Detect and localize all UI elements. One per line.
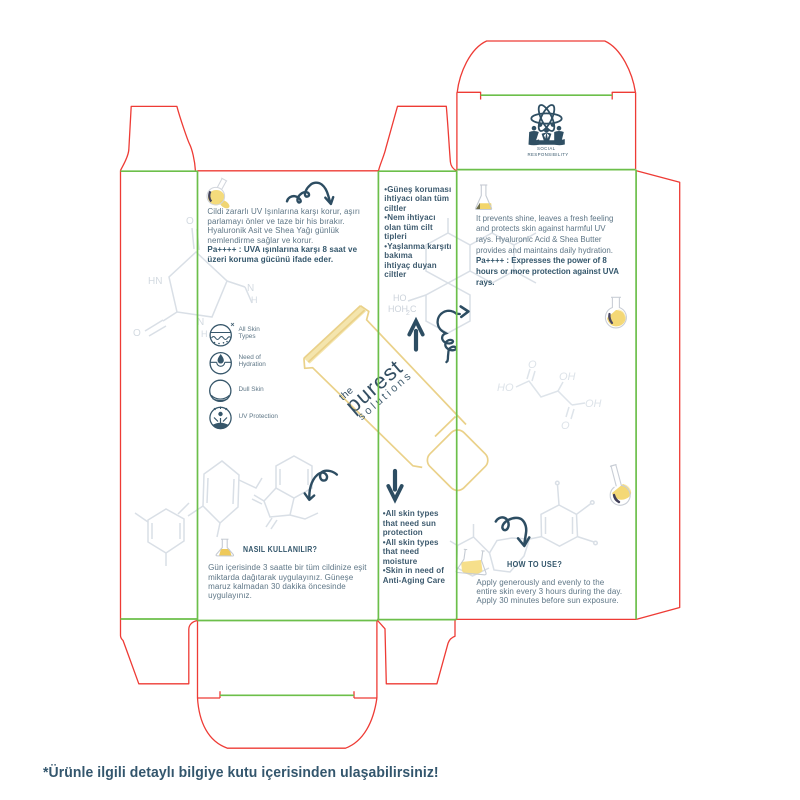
- svg-text:O: O: [528, 359, 537, 371]
- svg-text:HN: HN: [148, 276, 162, 287]
- svg-text:H: H: [201, 329, 208, 339]
- svg-text:O: O: [186, 216, 194, 227]
- svg-text:HO: HO: [393, 293, 407, 303]
- svg-text:N: N: [197, 317, 204, 328]
- svg-text:HO: HO: [497, 382, 514, 394]
- svg-text:H: H: [251, 295, 258, 305]
- svg-text:O: O: [133, 328, 141, 339]
- svg-text:C: C: [410, 304, 417, 314]
- svg-text:OH: OH: [559, 371, 576, 383]
- svg-text:HOH: HOH: [388, 304, 408, 314]
- svg-text:2: 2: [406, 310, 410, 317]
- svg-text:OH: OH: [585, 398, 602, 410]
- svg-text:N: N: [247, 283, 254, 294]
- svg-text:O: O: [561, 420, 570, 432]
